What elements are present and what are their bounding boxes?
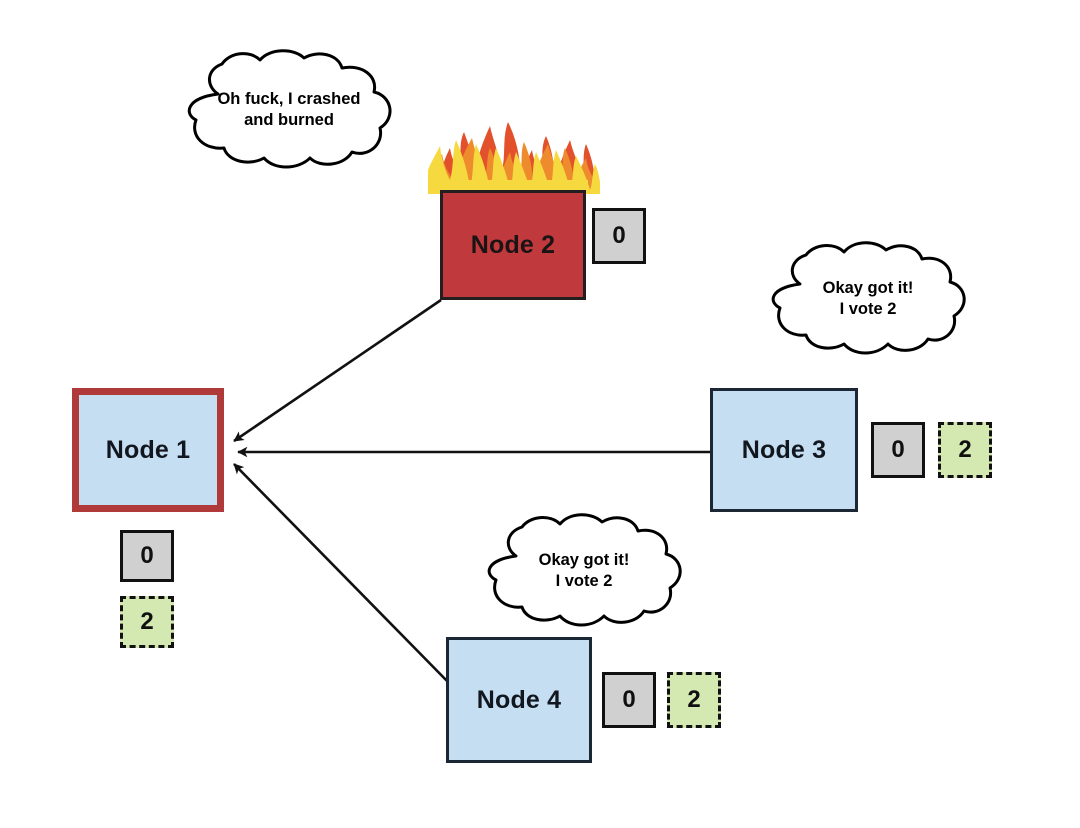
- node-node3-pending-value-text: 2: [958, 436, 972, 463]
- node-node2-committed-value[interactable]: 0: [592, 208, 646, 264]
- node-node4-committed-value-text: 0: [622, 686, 636, 713]
- node-node1-committed-value[interactable]: 0: [120, 530, 174, 582]
- node-node4-pending-value[interactable]: 2: [667, 672, 721, 728]
- node-node4[interactable]: Node 4: [446, 637, 592, 763]
- node-node2-committed-value-text: 0: [612, 222, 626, 249]
- node-node1-pending-value-text: 2: [140, 608, 154, 635]
- thought-cloud-node2: Oh fuck, I crashed and burned: [176, 48, 402, 172]
- node-node3-committed-value-text: 0: [891, 436, 905, 463]
- node-node1[interactable]: Node 1: [72, 388, 224, 512]
- node-node3[interactable]: Node 3: [710, 388, 858, 512]
- node-node1-pending-value[interactable]: 2: [120, 596, 174, 648]
- node-node2-label: Node 2: [470, 230, 556, 259]
- node-node3-committed-value[interactable]: 0: [871, 422, 925, 478]
- edge-node2-node1: [233, 298, 442, 443]
- node-node4-pending-value-text: 2: [687, 686, 701, 713]
- node-node1-committed-value-text: 0: [140, 542, 154, 569]
- node-node3-pending-value[interactable]: 2: [938, 422, 992, 478]
- edge-node4-node1: [233, 463, 451, 685]
- node-node2[interactable]: Node 2: [440, 190, 586, 300]
- fire-icon: [428, 78, 600, 194]
- node-node4-label: Node 4: [476, 685, 562, 714]
- node-node1-label: Node 1: [105, 435, 191, 464]
- thought-cloud-node3: Okay got it! I vote 2: [762, 240, 974, 358]
- node-node4-committed-value[interactable]: 0: [602, 672, 656, 728]
- thought-cloud-node4: Okay got it! I vote 2: [478, 512, 690, 630]
- node-node3-label: Node 3: [741, 435, 827, 464]
